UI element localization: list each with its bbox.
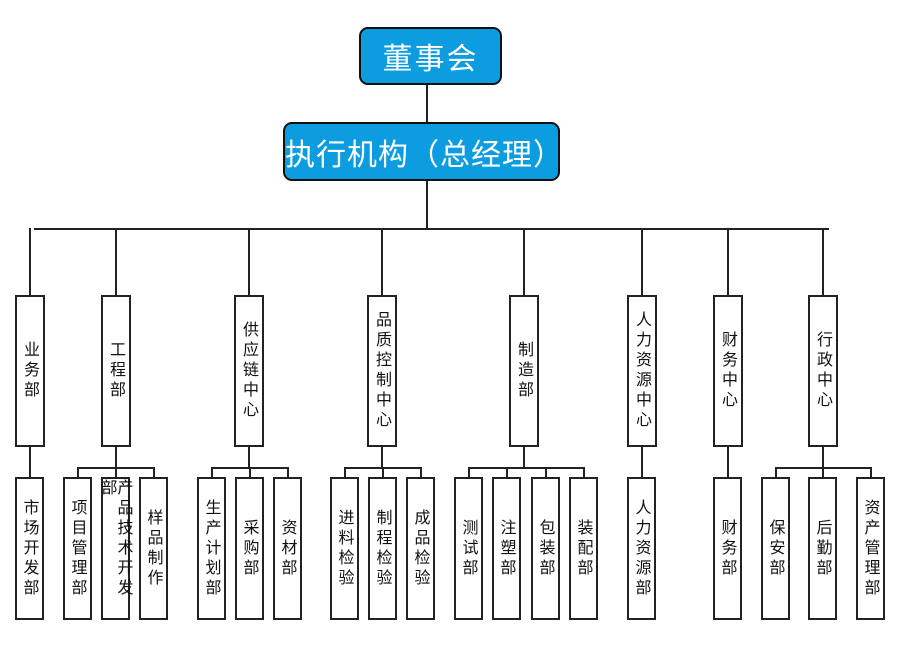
- department-box-label: 品质控制中心: [373, 311, 392, 431]
- sub-unit-drop-line: [467, 467, 470, 477]
- department-box: 制造部: [509, 295, 539, 447]
- executive-label: 执行机构（总经理）: [285, 137, 564, 173]
- sub-unit-drop-line: [544, 467, 547, 477]
- sub-unit-box: 市场开发部: [15, 477, 44, 620]
- sub-unit-connector: [640, 447, 643, 477]
- sub-unit-drop-line: [869, 467, 872, 477]
- sub-unit-box: 项目管理部: [63, 477, 92, 620]
- sub-unit-drop-line: [381, 467, 384, 477]
- board-box: 董事会: [359, 27, 502, 85]
- department-drop-line: [822, 228, 824, 295]
- sub-unit-drop-line: [582, 467, 585, 477]
- sub-unit-box: 进料检验: [330, 477, 359, 620]
- sub-unit-box-label: 生产计划部: [202, 498, 222, 599]
- sub-unit-box-label: 装配部: [574, 518, 594, 579]
- department-box-label: 业务部: [21, 341, 40, 401]
- sub-unit-box: 产品技术开发部: [98, 477, 134, 620]
- sub-unit-box: 资产管理部: [856, 477, 885, 620]
- sub-unit-drop-line: [248, 467, 251, 477]
- sub-unit-box: 人力资源部: [627, 477, 656, 620]
- sub-unit-stem: [523, 447, 525, 467]
- sub-unit-box-label: 财务部: [718, 518, 738, 579]
- sub-unit-connector: [28, 447, 31, 477]
- sub-unit-box-label: 资产管理部: [861, 498, 881, 599]
- sub-unit-box: 包装部: [531, 477, 560, 620]
- sub-unit-box-label: 人力资源部: [632, 498, 652, 599]
- sub-unit-box: 资材部: [273, 477, 302, 620]
- sub-unit-stem: [115, 447, 117, 467]
- sub-unit-drop-line: [286, 467, 289, 477]
- sub-unit-box-label: 后勤部: [813, 518, 833, 579]
- sub-unit-box-label: 保安部: [766, 518, 786, 579]
- sub-unit-box-label: 注塑部: [497, 518, 517, 579]
- sub-unit-box-label: 测试部: [459, 518, 479, 579]
- board-to-executive-line: [426, 85, 428, 122]
- sub-unit-drop-line: [821, 467, 824, 477]
- department-box: 供应链中心: [234, 295, 264, 447]
- sub-unit-box: 样品制作: [139, 477, 168, 620]
- sub-unit-box-label: 制程检验: [373, 508, 393, 589]
- sub-unit-stem: [381, 447, 383, 467]
- sub-unit-box-label: 包装部: [536, 518, 556, 579]
- sub-unit-stem: [822, 447, 824, 467]
- department-box-label: 工程部: [107, 341, 126, 401]
- department-drop-line: [727, 228, 729, 295]
- department-drop-line: [29, 228, 31, 295]
- department-drop-line: [381, 228, 383, 295]
- sub-unit-drop-line: [152, 467, 155, 477]
- sub-unit-box: 财务部: [713, 477, 742, 620]
- sub-unit-drop-line: [419, 467, 422, 477]
- department-box-label: 人力资源中心: [633, 311, 652, 431]
- sub-unit-drop-line: [505, 467, 508, 477]
- board-label: 董事会: [382, 42, 479, 77]
- sub-unit-box: 注塑部: [492, 477, 521, 620]
- department-box: 财务中心: [713, 295, 743, 447]
- executive-trunk-line: [426, 181, 428, 229]
- sub-unit-box: 采购部: [235, 477, 264, 620]
- department-box-label: 制造部: [515, 341, 534, 401]
- department-box: 行政中心: [808, 295, 838, 447]
- department-box: 工程部: [101, 295, 131, 447]
- sub-unit-drop-line: [76, 467, 79, 477]
- sub-unit-drop-line: [114, 467, 117, 477]
- sub-unit-bus-line: [467, 467, 585, 469]
- sub-unit-box-label: 进料检验: [335, 508, 355, 589]
- department-drop-line: [641, 228, 643, 295]
- sub-unit-box: 后勤部: [808, 477, 837, 620]
- sub-unit-drop-line: [774, 467, 777, 477]
- sub-unit-box: 保安部: [761, 477, 790, 620]
- department-box: 品质控制中心: [367, 295, 397, 447]
- department-box: 人力资源中心: [627, 295, 657, 447]
- sub-unit-box: 生产计划部: [197, 477, 226, 620]
- sub-unit-box: 装配部: [569, 477, 598, 620]
- department-drop-line: [248, 228, 250, 295]
- sub-unit-stem: [248, 447, 250, 467]
- sub-unit-box: 测试部: [454, 477, 483, 620]
- sub-unit-drop-line: [210, 467, 213, 477]
- sub-unit-drop-line: [343, 467, 346, 477]
- executive-box: 执行机构（总经理）: [283, 122, 564, 181]
- department-bus-line: [34, 228, 829, 230]
- department-box-label: 供应链中心: [240, 321, 259, 421]
- sub-unit-box-label: 市场开发部: [20, 498, 40, 599]
- department-drop-line: [115, 228, 117, 295]
- sub-unit-box-label: 产品技术开发部: [98, 479, 134, 599]
- sub-unit-box-label: 项目管理部: [68, 498, 88, 599]
- sub-unit-box-label: 资材部: [278, 518, 298, 579]
- department-box-label: 财务中心: [719, 331, 738, 411]
- department-drop-line: [523, 228, 525, 295]
- sub-unit-box: 制程检验: [368, 477, 397, 620]
- sub-unit-box-label: 样品制作: [144, 508, 164, 589]
- sub-unit-box-label: 采购部: [240, 518, 260, 579]
- sub-unit-box: 成品检验: [406, 477, 435, 620]
- sub-unit-connector: [726, 447, 729, 477]
- sub-unit-box-label: 成品检验: [411, 508, 431, 589]
- department-box-label: 行政中心: [814, 331, 833, 411]
- department-box: 业务部: [15, 295, 45, 447]
